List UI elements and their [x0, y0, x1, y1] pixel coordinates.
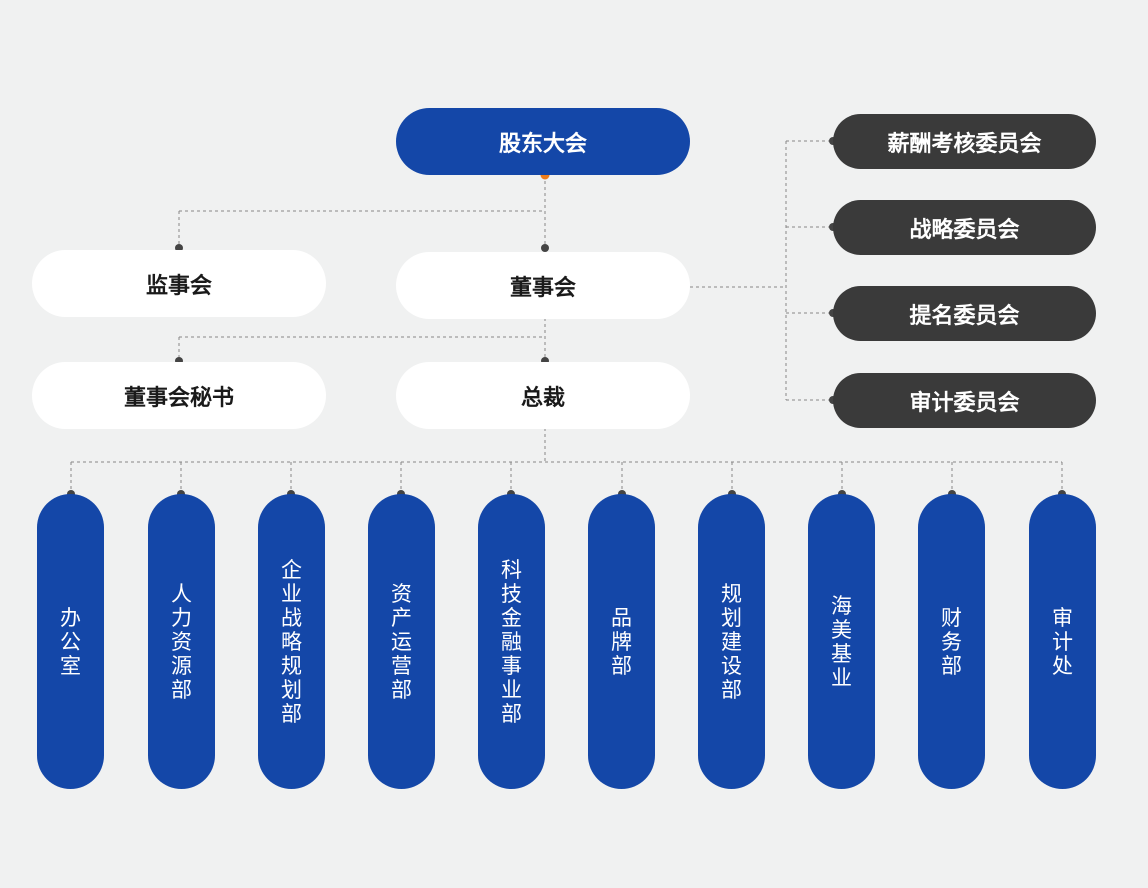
department-planning-construction: 规划建设部: [698, 494, 765, 789]
department-label: 规划建设部: [721, 581, 742, 702]
department-label: 科技金融事业部: [501, 557, 522, 726]
department-label: 企业战略规划部: [281, 557, 302, 726]
committee-nomination: 提名委员会: [833, 286, 1096, 341]
department-office: 办公室: [37, 494, 104, 789]
department-hr: 人力资源部: [148, 494, 215, 789]
node-board-of-directors: 董事会: [396, 252, 690, 319]
department-label: 审计处: [1052, 605, 1073, 678]
committee-strategy: 战略委员会: [833, 200, 1096, 255]
department-label: 人力资源部: [171, 581, 192, 702]
department-haimei-jiye: 海美基业: [808, 494, 875, 789]
committee-compensation: 薪酬考核委员会: [833, 114, 1096, 169]
department-strategic-planning: 企业战略规划部: [258, 494, 325, 789]
department-label: 品牌部: [611, 605, 632, 678]
department-finance: 财务部: [918, 494, 985, 789]
node-board-secretary: 董事会秘书: [32, 362, 326, 429]
node-president: 总裁: [396, 362, 690, 429]
node-supervisory-board: 监事会: [32, 250, 326, 317]
department-brand: 品牌部: [588, 494, 655, 789]
department-label: 海美基业: [831, 593, 852, 690]
connector-dot: [541, 244, 549, 252]
department-label: 办公室: [60, 605, 81, 678]
committee-audit: 审计委员会: [833, 373, 1096, 428]
department-asset-operations: 资产运营部: [368, 494, 435, 789]
node-shareholders: 股东大会: [396, 108, 690, 175]
department-audit: 审计处: [1029, 494, 1096, 789]
department-tech-finance: 科技金融事业部: [478, 494, 545, 789]
department-label: 财务部: [941, 605, 962, 678]
department-label: 资产运营部: [391, 581, 412, 702]
